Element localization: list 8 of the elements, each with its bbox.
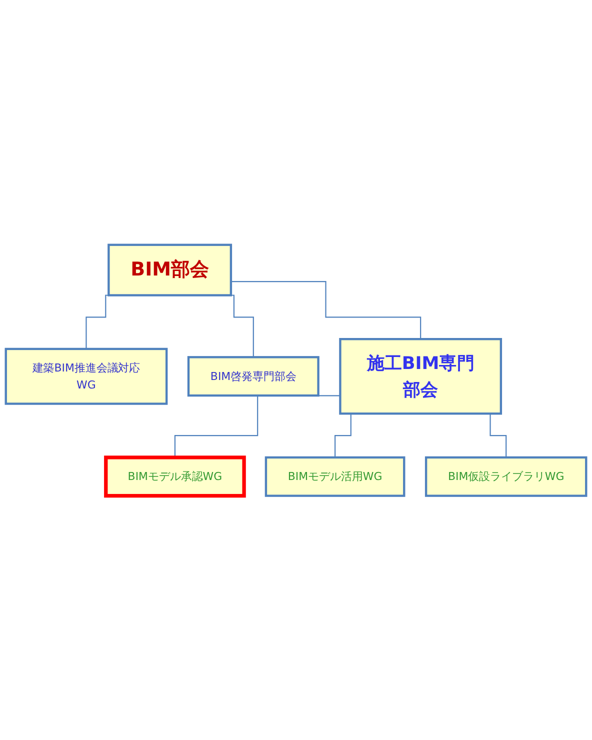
node-box: 施工BIM専門部会 — [339, 338, 502, 414]
node-box: BIMモデル承認WG — [104, 455, 246, 498]
node-box: BIM啓発専門部会 — [187, 356, 320, 396]
node-box: 建築BIM推進会議対応WG — [4, 348, 168, 405]
node-box: BIM部会 — [108, 243, 232, 296]
node-box: BIMモデル活用WG — [264, 456, 406, 497]
connector — [230, 280, 422, 340]
node-box: BIM仮設ライブラリWG — [424, 456, 588, 497]
